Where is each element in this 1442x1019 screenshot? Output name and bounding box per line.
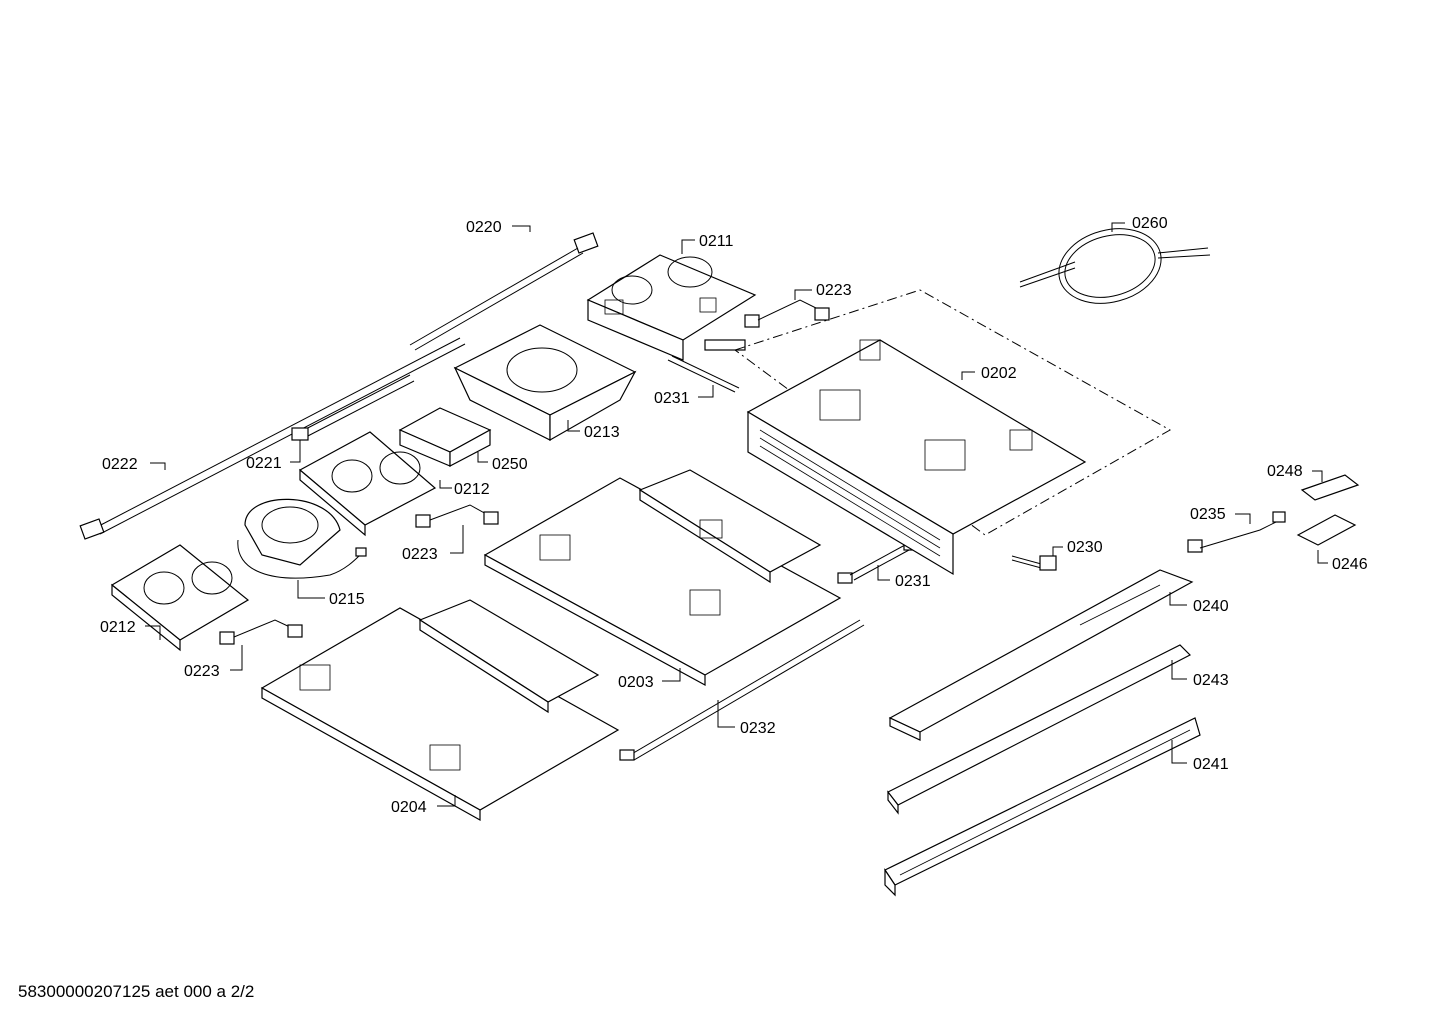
part-0221-cable xyxy=(291,374,415,441)
label-0232: 0232 xyxy=(740,720,776,737)
label-0246: 0246 xyxy=(1332,556,1368,573)
leader-lines xyxy=(145,222,1328,807)
label-0202: 0202 xyxy=(981,365,1017,382)
label-0212-low: 0212 xyxy=(100,619,136,636)
part-0235-cable xyxy=(1187,511,1286,553)
label-0248: 0248 xyxy=(1267,463,1303,480)
part-0241-carrier-frame xyxy=(884,717,1201,897)
label-0222: 0222 xyxy=(102,456,138,473)
label-0211: 0211 xyxy=(699,233,734,250)
label-0223-mid: 0223 xyxy=(402,546,438,563)
label-0260: 0260 xyxy=(1132,215,1168,232)
label-0220: 0220 xyxy=(466,219,502,236)
label-0235: 0235 xyxy=(1190,506,1226,523)
part-0222-cable xyxy=(79,337,466,540)
label-0231-mid: 0231 xyxy=(895,573,931,590)
part-0212-filter-board-low xyxy=(110,544,250,652)
part-0211-filter-board xyxy=(586,254,757,361)
part-0213-induction-coil xyxy=(453,324,637,442)
part-0246-clip xyxy=(1296,514,1357,546)
label-0230: 0230 xyxy=(1067,539,1103,556)
part-0203-power-board xyxy=(483,469,842,687)
part-0220-cable xyxy=(409,232,599,351)
part-labels: 0260 0220 0211 0223 0202 0231 0213 0222 … xyxy=(100,215,1368,816)
label-0250: 0250 xyxy=(492,456,528,473)
part-0204-power-board xyxy=(260,599,620,822)
label-0241: 0241 xyxy=(1193,756,1229,773)
part-0223-cable-mid xyxy=(415,504,499,528)
part-0212-filter-board-mid xyxy=(298,431,437,537)
part-0250-terminal-block xyxy=(398,407,492,467)
label-0203: 0203 xyxy=(618,674,654,691)
label-0215: 0215 xyxy=(329,591,365,608)
label-0243: 0243 xyxy=(1193,672,1229,689)
label-0212-mid: 0212 xyxy=(454,481,490,498)
part-0231-cable-top xyxy=(667,339,746,393)
part-0230-cable xyxy=(1011,555,1057,571)
label-0221: 0221 xyxy=(246,455,282,472)
label-0240: 0240 xyxy=(1193,598,1229,615)
part-0223-cable-low xyxy=(219,619,303,645)
part-0260-mains-cable xyxy=(1019,228,1211,304)
part-0240-control-board xyxy=(888,569,1194,741)
part-0223-cable-top xyxy=(744,299,830,328)
label-0204: 0204 xyxy=(391,799,427,816)
label-0223-low: 0223 xyxy=(184,663,220,680)
part-0243-light-guide xyxy=(887,644,1192,815)
part-0248-bracket xyxy=(1300,474,1360,501)
document-reference-footer: 58300000207125 aet 000 a 2/2 xyxy=(18,982,255,1001)
label-0213: 0213 xyxy=(584,424,620,441)
part-0215-fan xyxy=(237,498,367,579)
label-0231-top: 0231 xyxy=(654,390,690,407)
label-0223-top: 0223 xyxy=(816,282,852,299)
part-0232-cable xyxy=(619,619,865,761)
part-0202-power-board xyxy=(733,289,1172,576)
